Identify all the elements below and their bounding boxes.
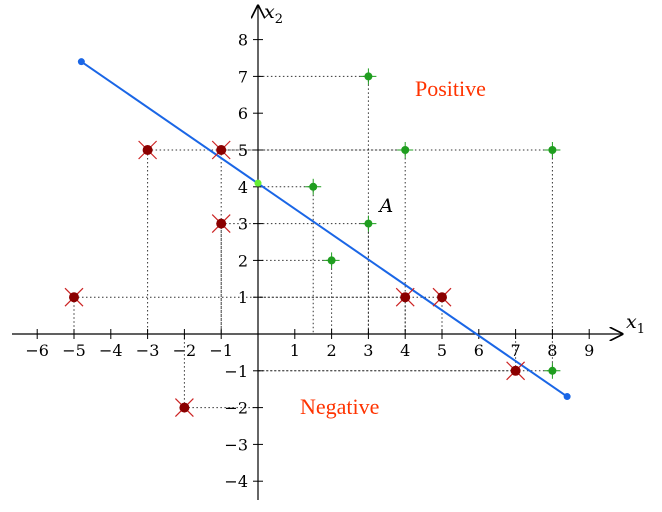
y-tick-label: −1: [224, 362, 248, 381]
negative-point: [211, 214, 231, 234]
x-tick-label: 1: [290, 341, 300, 360]
positive-point: [544, 362, 561, 379]
x-tick-label: 5: [437, 341, 447, 360]
x-tick-label: −6: [25, 341, 49, 360]
x-tick-label: −3: [136, 341, 160, 360]
y-axis-title: x2: [264, 1, 283, 27]
x-tick-label: −1: [209, 341, 233, 360]
x-tick-label: 7: [511, 341, 521, 360]
positive-point: [323, 252, 340, 269]
x-tick-label: 9: [584, 341, 594, 360]
negative-point: [395, 287, 415, 307]
negative-point: [174, 398, 194, 418]
decision-boundary-line: [80, 60, 568, 398]
positive-point: [360, 68, 377, 85]
x-tick-label: −4: [99, 341, 123, 360]
boundary-intercept-point: [254, 179, 262, 187]
positive-point: [305, 178, 322, 195]
positive-region-label: Positive: [415, 76, 486, 101]
negative-point: [211, 140, 231, 160]
y-tick-label: 8: [238, 31, 248, 50]
guide-lines: [73, 75, 553, 409]
y-tick-label: 3: [238, 215, 248, 234]
negative-point: [432, 287, 452, 307]
y-tick-label: 2: [238, 251, 248, 270]
positive-point: [360, 215, 377, 232]
boundary-start-point: [77, 58, 85, 66]
y-tick-label: 1: [238, 288, 248, 307]
y-tick-label: 5: [238, 141, 248, 160]
y-tick-label: −4: [224, 472, 248, 491]
y-tick-label: 6: [238, 104, 248, 123]
y-tick-label: −2: [224, 399, 248, 418]
data-points: [64, 68, 561, 418]
y-tick-label: 7: [238, 67, 248, 86]
x-tick-label: 8: [547, 341, 557, 360]
y-axis-ticks: 8 7 6 5 4 3 2 1 −1 −2 −3 −4: [224, 31, 263, 491]
x-axis-ticks: −6 −5 −4 −3 −2 −1 1 2 3 4 5 6 7 8 9: [25, 329, 594, 360]
point-a-label: A: [377, 195, 393, 217]
negative-point: [138, 140, 158, 160]
positive-point: [397, 142, 414, 158]
negative-point: [64, 287, 84, 307]
x-tick-label: 3: [363, 341, 373, 360]
y-tick-label: −3: [224, 435, 248, 454]
negative-region-label: Negative: [300, 394, 379, 419]
x-tick-label: 4: [400, 341, 410, 360]
negative-point: [506, 361, 526, 381]
x-axis-title: x1: [626, 311, 645, 337]
positive-point: [544, 142, 561, 158]
boundary-end-point: [563, 393, 571, 401]
x-tick-label: −5: [62, 341, 86, 360]
y-tick-label: 4: [238, 178, 248, 197]
x-tick-label: 6: [474, 341, 484, 360]
x-tick-label: 2: [327, 341, 337, 360]
x-tick-label: −2: [173, 341, 197, 360]
